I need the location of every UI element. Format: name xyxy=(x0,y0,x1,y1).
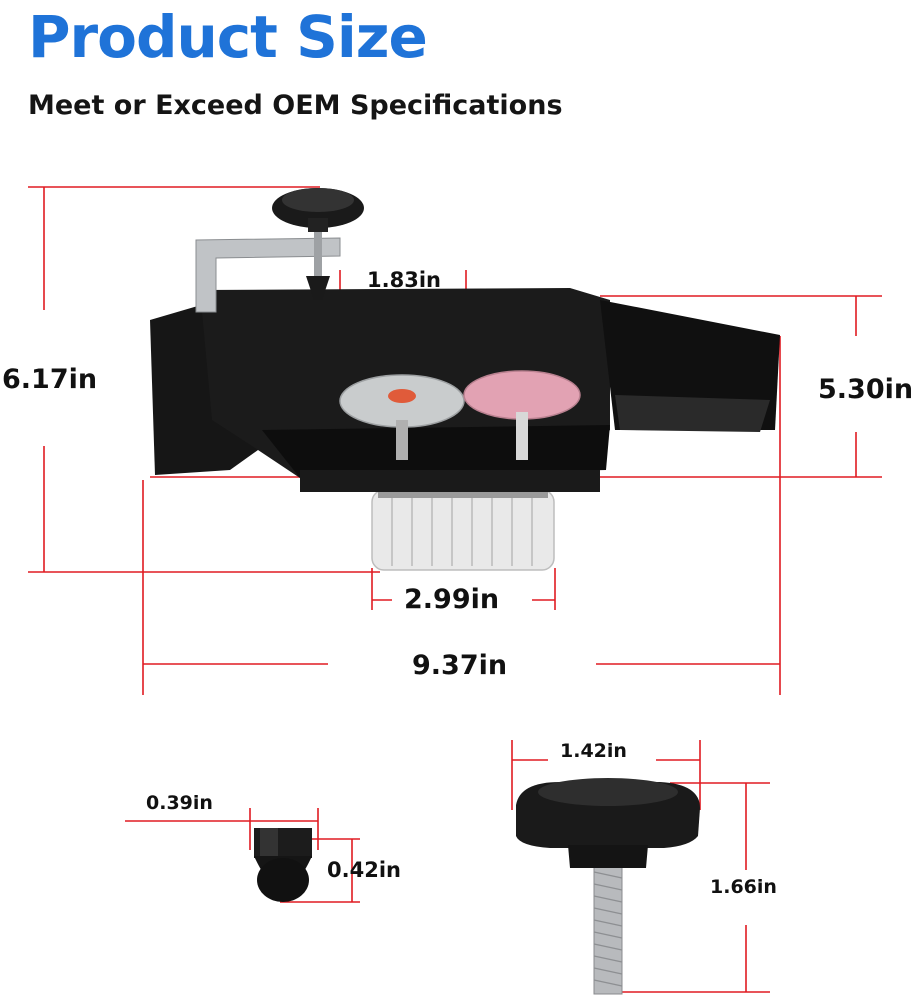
height-right-label: 5.30in xyxy=(818,374,914,405)
base-width-label: 2.99in xyxy=(404,584,500,615)
nut-height-label: 0.42in xyxy=(327,858,401,882)
page-subtitle: Meet or Exceed OEM Specifications xyxy=(28,90,563,121)
knob-height-label: 1.66in xyxy=(710,876,777,898)
sharpener-body xyxy=(150,188,780,571)
star-knob xyxy=(516,778,700,995)
knob-width-label: 1.42in xyxy=(560,740,627,762)
height-total-label: 6.17in xyxy=(2,364,98,395)
page-title: Product Size xyxy=(28,3,428,71)
wheel-gap-label: 1.83in xyxy=(367,268,441,292)
nut-width-label: 0.39in xyxy=(146,792,213,814)
total-width-label: 9.37in xyxy=(412,650,508,681)
cap-nut xyxy=(254,828,312,902)
